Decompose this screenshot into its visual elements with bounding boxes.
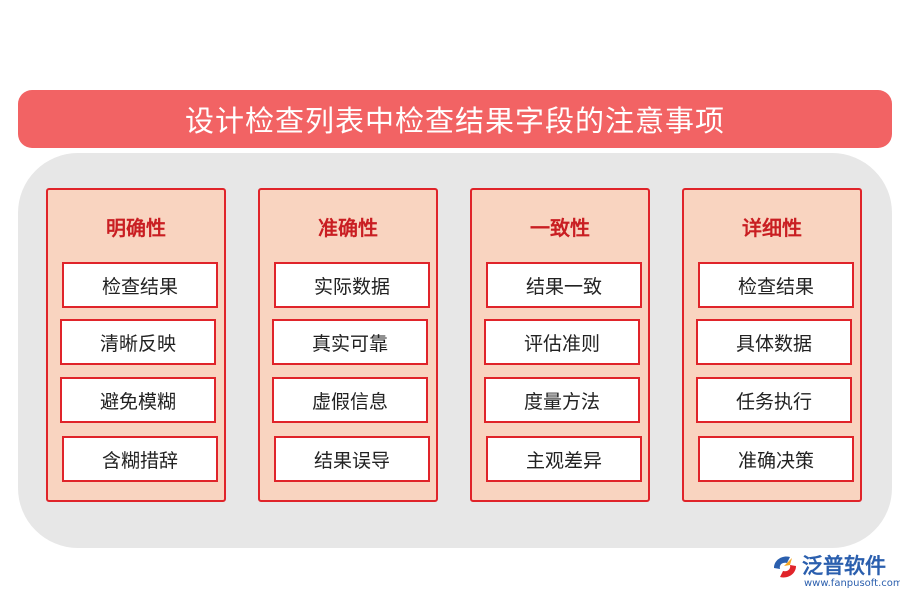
card-item: 具体数据 xyxy=(696,319,852,365)
card-item: 清晰反映 xyxy=(60,319,216,365)
card-item: 任务执行 xyxy=(696,377,852,423)
brand-logo: 泛普软件 www.fanpusoft.com xyxy=(770,550,900,594)
card-title: 明确性 xyxy=(106,216,166,240)
card-item: 含糊措辞 xyxy=(62,436,218,482)
card-item: 准确决策 xyxy=(698,436,854,482)
card-item: 真实可靠 xyxy=(272,319,428,365)
card-item: 避免模糊 xyxy=(60,377,216,423)
card-item: 结果误导 xyxy=(274,436,430,482)
page-title: 设计检查列表中检查结果字段的注意事项 xyxy=(184,104,725,138)
fanpu-logo-icon xyxy=(774,556,796,578)
logo-name: 泛普软件 xyxy=(802,554,886,578)
card-title: 一致性 xyxy=(530,216,590,240)
card-detail: 详细性 检查结果 具体数据 任务执行 准确决策 xyxy=(682,188,862,502)
card-item: 虚假信息 xyxy=(272,377,428,423)
title-banner: 设计检查列表中检查结果字段的注意事项 xyxy=(18,90,892,148)
card-consistency: 一致性 结果一致 评估准则 度量方法 主观差异 xyxy=(470,188,650,502)
card-title: 准确性 xyxy=(318,216,378,240)
card-title: 详细性 xyxy=(742,216,802,240)
card-item: 主观差异 xyxy=(486,436,642,482)
card-item: 结果一致 xyxy=(486,262,642,308)
card-clarity: 明确性 检查结果 清晰反映 避免模糊 含糊措辞 xyxy=(46,188,226,502)
card-item: 度量方法 xyxy=(484,377,640,423)
card-item: 实际数据 xyxy=(274,262,430,308)
logo-url: www.fanpusoft.com xyxy=(804,578,900,589)
card-item: 检查结果 xyxy=(698,262,854,308)
card-item: 评估准则 xyxy=(484,319,640,365)
card-item: 检查结果 xyxy=(62,262,218,308)
card-accuracy: 准确性 实际数据 真实可靠 虚假信息 结果误导 xyxy=(258,188,438,502)
